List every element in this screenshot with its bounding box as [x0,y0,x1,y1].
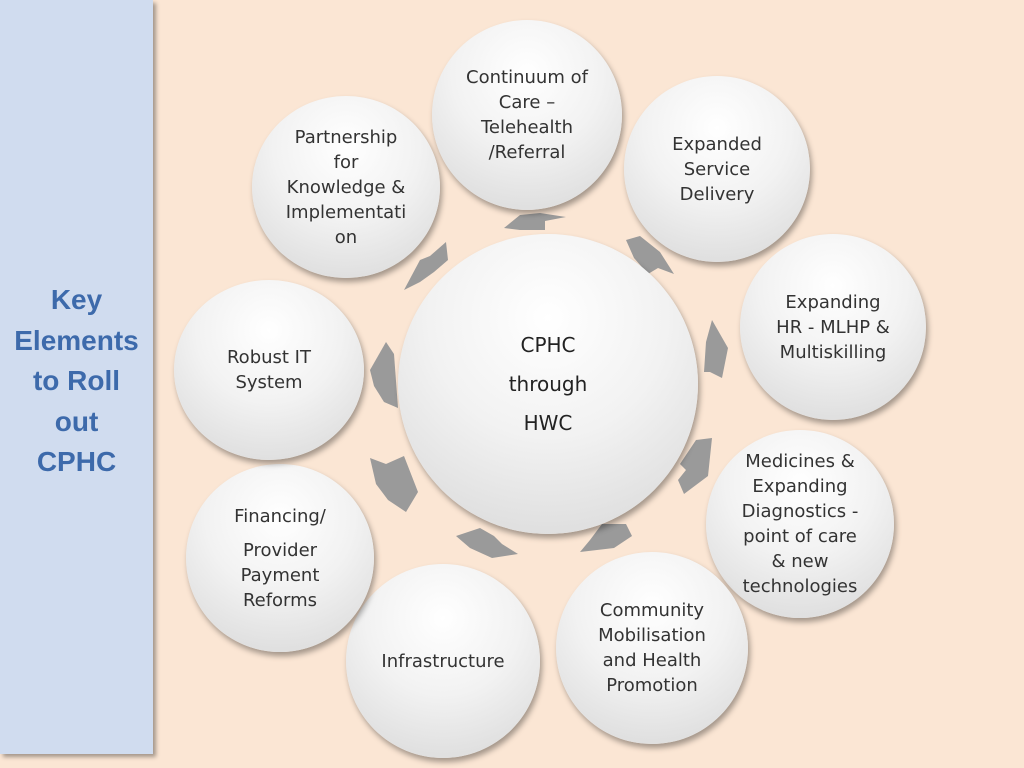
element-label-line: Provider [242,539,318,561]
title-line: Elements [14,324,139,356]
title-line: to Roll [32,365,121,396]
element-label-line: Knowledge & [286,176,406,198]
arrow-connector [504,213,566,230]
element-label-line: and Health [602,650,702,671]
element-label-line: point of care [743,526,857,547]
element-label-line: Expanding [752,476,848,497]
element-label-line: technologies [742,576,858,597]
sidebar-panel: Key Elements to Roll out CPHC [0,0,153,754]
element-label-line: HR - MLHP & [776,316,890,338]
element-circle-financing: Financing/ Provider Payment Reforms [186,464,374,652]
arrow-connector [678,438,712,494]
element-label-line: Community [599,600,705,621]
element-label-line: Implementati [285,201,407,223]
element-label-line: Continuum of [466,67,588,88]
element-label-line: Multiskilling [779,341,887,363]
arrow-connector [456,528,518,558]
element-label-line: Expanded [672,133,762,155]
arrow-connector [404,242,448,290]
element-label-line: on [334,226,358,248]
element-circle-continuum: Continuum of Care – Telehealth /Referral [432,20,622,210]
element-label-line: Service [683,158,751,180]
element-label-line: Care – [498,92,556,113]
element-label-line: Delivery [679,183,755,205]
element-label-line: Expanding [785,291,881,313]
element-label-line: Telehealth [480,117,574,138]
element-circle-partnership: Partnership for Knowledge & Implementati… [252,96,440,278]
element-label-line: /Referral [488,142,566,163]
arrow-connector [704,320,728,378]
center-label-line: through [508,371,588,396]
arrow-connector [626,236,674,274]
element-label-line: Promotion [606,675,698,696]
element-label-line: Diagnostics - [741,501,859,522]
element-label-line: Financing/ [234,505,326,527]
element-circle-community: Community Mobilisation and Health Promot… [556,552,748,744]
element-circle-medicines: Medicines & Expanding Diagnostics - poin… [706,430,894,618]
center-label-line: CPHC [520,332,576,357]
element-label-line: for [333,151,359,173]
arrow-connector [370,456,418,512]
element-label-line: Medicines & [745,451,855,472]
slide-title: Key Elements to Roll out CPHC [0,280,153,483]
element-label-line: Partnership [294,126,398,148]
element-circle-expanding-hr: Expanding HR - MLHP & Multiskilling [740,234,926,420]
title-line: out [54,405,99,437]
element-label-line: & new [771,551,829,572]
element-label-line: Reforms [242,589,318,611]
center-label-line: HWC [523,410,573,435]
title-line: Key [50,284,103,315]
element-label-line: Robust IT [226,347,311,368]
element-label-line: Infrastructure [381,650,505,672]
arrow-connector [370,342,398,408]
element-label-line: System [235,372,303,393]
element-label-line: Payment [240,564,320,586]
element-circle-expanded-service: Expanded Service Delivery [624,76,810,262]
element-circle-robust-it: Robust IT System [174,280,364,460]
element-circle-infrastructure: Infrastructure [346,564,540,758]
element-label-line: Mobilisation [598,625,706,646]
title-line: CPHC [36,446,117,477]
center-hub-circle: CPHC through HWC [398,234,698,534]
arrow-connector [580,524,632,552]
